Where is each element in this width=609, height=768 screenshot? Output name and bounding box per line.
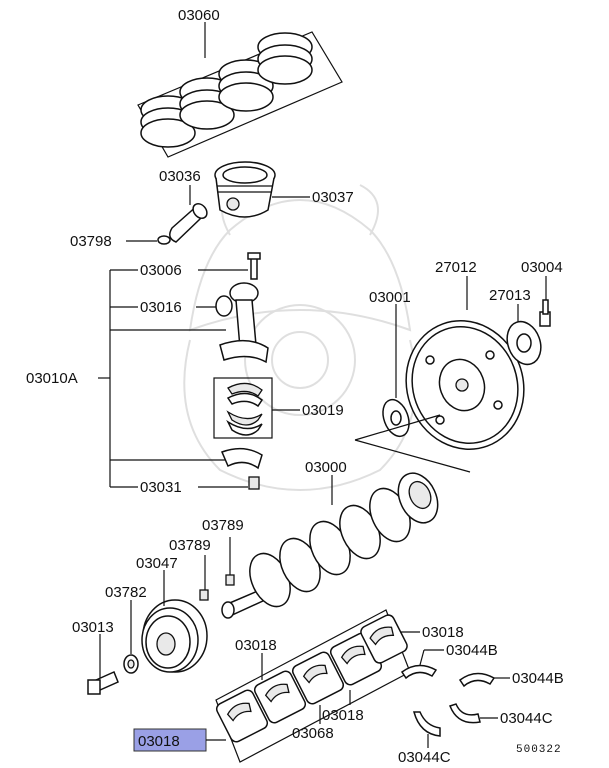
label-27013[interactable]: 27013	[489, 287, 531, 304]
label-03044B-upper[interactable]: 03044B	[446, 642, 498, 659]
snap-ring-03798[interactable]	[157, 235, 171, 245]
thrust-washer-03044B-left[interactable]	[400, 664, 438, 680]
rod-cap-03031[interactable]	[220, 447, 263, 490]
piston-rings-03060[interactable]	[137, 31, 343, 158]
pulley-bolt-03013[interactable]	[87, 670, 119, 695]
label-03018-upper[interactable]: 03018	[235, 637, 277, 654]
diagram-code: 500322	[516, 744, 562, 756]
label-03798[interactable]: 03798	[70, 233, 112, 250]
main-bearing-set[interactable]	[215, 613, 409, 744]
label-03013[interactable]: 03013	[72, 619, 114, 636]
label-03001[interactable]: 03001	[369, 289, 411, 306]
bolt-03004[interactable]	[539, 299, 551, 327]
rod-bolt-03006[interactable]	[247, 252, 261, 280]
key-03789-lower[interactable]	[199, 589, 209, 601]
label-03047[interactable]: 03047	[136, 555, 178, 572]
label-03044B-lower[interactable]: 03044B	[512, 670, 564, 687]
label-03068[interactable]: 03068	[292, 725, 334, 742]
label-03006[interactable]: 03006	[140, 262, 182, 279]
label-03018-right[interactable]: 03018	[422, 624, 464, 641]
label-03044C-right[interactable]: 03044C	[500, 710, 553, 727]
piston-03037[interactable]	[214, 161, 276, 218]
thrust-washer-03044B-right[interactable]	[458, 672, 496, 688]
label-03000[interactable]: 03000	[305, 459, 347, 476]
spacer-03001[interactable]	[378, 396, 414, 440]
thrust-washer-03044C-right[interactable]	[449, 703, 481, 724]
label-03044C-lower[interactable]: 03044C	[398, 749, 451, 766]
samurai-helmet-watermark-icon	[183, 184, 417, 491]
thrust-washer-03044C-left[interactable]	[413, 711, 441, 737]
label-03037[interactable]: 03037	[312, 189, 354, 206]
label-03018-lower[interactable]: 03018	[322, 707, 364, 724]
crank-pulley-03047[interactable]	[141, 599, 208, 673]
label-03010A[interactable]: 03010A	[26, 370, 78, 387]
label-03016[interactable]: 03016	[140, 299, 182, 316]
washer-03782[interactable]	[123, 654, 139, 674]
adapter-plate-27013[interactable]	[501, 317, 546, 369]
crankshaft-03000[interactable]	[221, 467, 445, 619]
connecting-rod-03016[interactable]	[215, 282, 269, 364]
label-27012[interactable]: 27012	[435, 259, 477, 276]
label-03004[interactable]: 03004	[521, 259, 563, 276]
label-03019[interactable]: 03019	[302, 402, 344, 419]
label-03789-lower[interactable]: 03789	[169, 537, 211, 554]
drive-plate-27012[interactable]	[388, 304, 541, 466]
selected-part-03018[interactable]: 03018	[133, 728, 207, 752]
key-03789-upper[interactable]	[225, 574, 235, 586]
label-03031[interactable]: 03031	[140, 479, 182, 496]
label-03018-selected: 03018	[138, 733, 180, 750]
rod-bearing-03019[interactable]	[213, 377, 273, 439]
label-03060[interactable]: 03060	[178, 7, 220, 24]
label-03036[interactable]: 03036	[159, 168, 201, 185]
label-03782[interactable]: 03782	[105, 584, 147, 601]
label-03789-upper[interactable]: 03789	[202, 517, 244, 534]
piston-pin-03036[interactable]	[169, 201, 210, 243]
